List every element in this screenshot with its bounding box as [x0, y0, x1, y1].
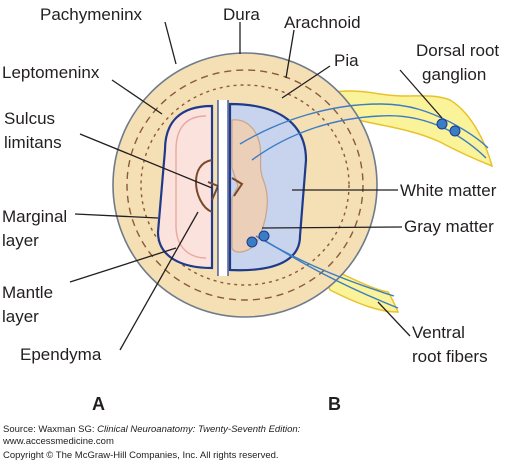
label-mantle: Mantle [2, 283, 53, 302]
footer-copyright: Copyright © The McGraw-Hill Companies, I… [3, 450, 279, 461]
label-marginal: Marginal [2, 207, 67, 226]
dorsal-fiber-1 [239, 103, 489, 149]
label-leptomeninx: Leptomeninx [2, 63, 100, 82]
label-dorsal-root: Dorsal root [416, 41, 499, 60]
footer-source: Source: Waxman SG: Clinical Neuroanatomy… [3, 424, 301, 435]
footer-website[interactable]: www.accessmedicine.com [2, 436, 114, 447]
leader-leptomeninx [111, 79, 163, 115]
label-sulcus: Sulcus [4, 109, 55, 128]
cord-half-a [156, 104, 214, 270]
central-canal [218, 100, 228, 276]
dorsal-fiber-2 [251, 114, 487, 161]
gray-matter [231, 119, 268, 253]
motor-cell-2 [258, 230, 270, 242]
leader-sulcus [79, 133, 213, 189]
motor-cell-1 [246, 236, 258, 248]
label-dura: Dura [223, 5, 260, 24]
label-root-fibers: root fibers [412, 347, 488, 366]
label-marginal-layer: layer [2, 231, 39, 250]
ventral-fiber-2 [263, 239, 399, 309]
ganglion-cell-1 [436, 118, 448, 130]
inner-dashed-ring [140, 84, 350, 286]
leader-dorsal-root [399, 69, 443, 119]
label-white-matter: White matter [400, 181, 497, 200]
label-ventral: Ventral [412, 323, 465, 342]
ganglion-cell-2 [449, 125, 461, 137]
leader-arachnoid [285, 29, 295, 79]
leader-gray-matter [261, 226, 403, 229]
label-limitans: limitans [4, 133, 62, 152]
label-pia: Pia [334, 51, 359, 70]
label-arachnoid: Arachnoid [284, 13, 361, 32]
label-pachymeninx: Pachymeninx [40, 5, 143, 24]
panel-label-b: B [328, 394, 341, 414]
sulcus-limitans-b [231, 177, 244, 197]
leader-ventral [377, 301, 411, 337]
mantle-layer [175, 115, 207, 259]
label-gray-matter: Gray matter [404, 217, 494, 236]
leader-ependyma [119, 211, 199, 351]
leader-pia [281, 65, 331, 99]
panel-label-a: A [92, 394, 105, 414]
label-ependyma: Ependyma [20, 345, 102, 364]
leader-pachymeninx [164, 21, 177, 65]
leader-marginal [74, 213, 159, 219]
leader-mantle [69, 247, 177, 283]
label-dorsal-ganglion: ganglion [422, 65, 486, 84]
label-mantle-layer: layer [2, 307, 39, 326]
arachnoid-ring [126, 69, 364, 301]
